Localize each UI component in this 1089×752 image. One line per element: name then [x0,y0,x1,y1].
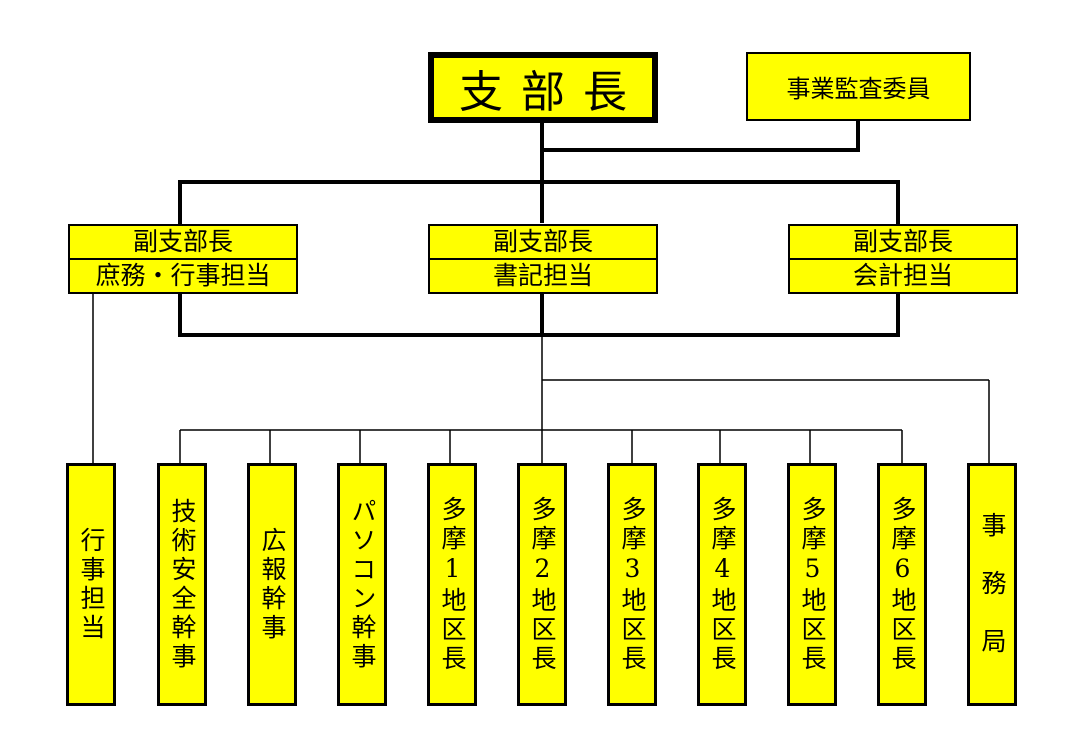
vice-chief-title: 副支部長 [852,227,953,256]
unit-label: 事 務 局 [978,512,1007,657]
vice-chief-role: 庶務・行事担当 [70,258,296,292]
unit-label: 多摩1地区長 [438,495,467,674]
vice-chief-general-box: 副支部長 庶務・行事担当 [68,224,298,294]
vice-chief-role: 会計担当 [790,258,1016,292]
unit-label: 多摩4地区長 [708,495,737,674]
chief-box: 支部長 [428,52,658,123]
vice-chief-treasurer-box: 副支部長 会計担当 [788,224,1018,294]
vice-chief-role: 書記担当 [430,258,656,292]
unit-label: パソコン幹事 [348,497,377,672]
unit-box: 多摩2地区長 [517,463,567,706]
vice-chief-title: 副支部長 [492,227,593,256]
unit-box: 多摩6地区長 [877,463,927,706]
unit-label: 技術安全幹事 [168,497,197,672]
unit-label: 多摩5地区長 [798,495,827,674]
unit-box: 行事担当 [66,463,116,706]
unit-label: 多摩3地区長 [618,495,647,674]
unit-box: 多摩5地区長 [787,463,837,706]
auditor-label: 事業監査委員 [786,75,931,103]
vice-chief-title: 副支部長 [132,227,233,256]
unit-label: 広報幹事 [258,526,287,643]
unit-box: 多摩1地区長 [427,463,477,706]
unit-box: 多摩3地区長 [607,463,657,706]
unit-box: パソコン幹事 [337,463,387,706]
auditor-box: 事業監査委員 [746,52,971,121]
unit-box: 事 務 局 [967,463,1017,706]
chief-label: 支部長 [459,66,645,118]
unit-label: 行事担当 [77,526,106,643]
unit-box: 技術安全幹事 [157,463,207,706]
unit-box: 多摩4地区長 [697,463,747,706]
unit-label: 多摩6地区長 [888,495,917,674]
unit-box: 広報幹事 [247,463,297,706]
unit-label: 多摩2地区長 [528,495,557,674]
vice-chief-secretary-box: 副支部長 書記担当 [428,224,658,294]
